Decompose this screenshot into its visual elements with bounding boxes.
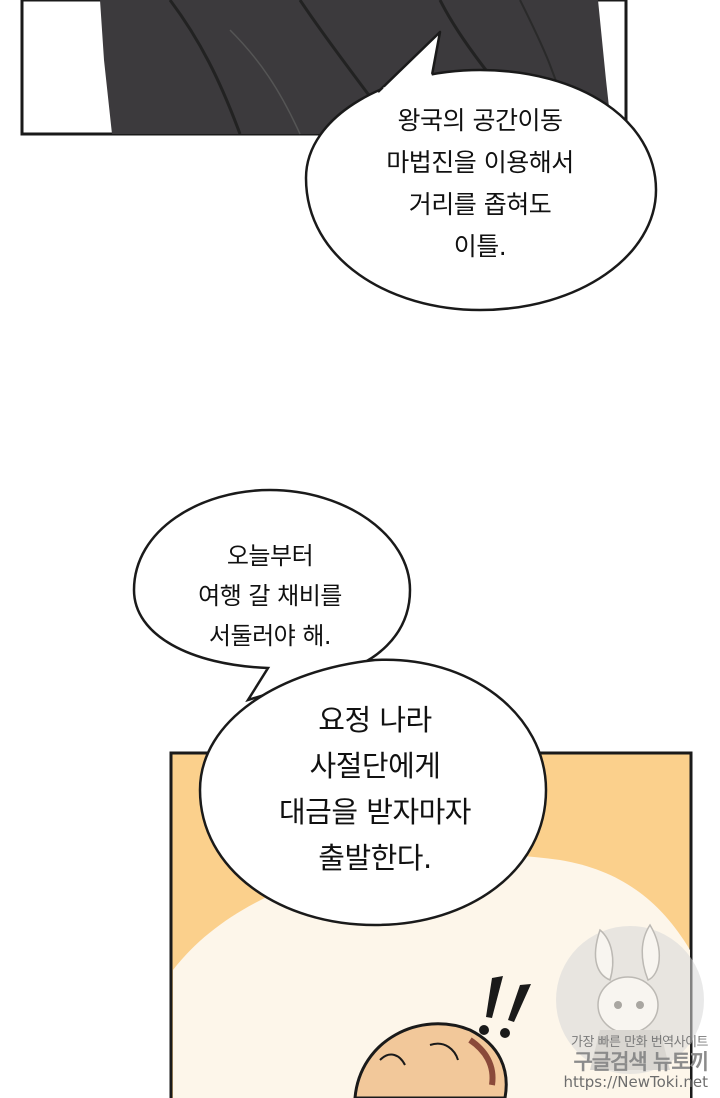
watermark-tagline: 가장 빠른 만화 번역사이트: [571, 1035, 708, 1050]
speech-bubble-top: [304, 30, 658, 312]
watermark-url: https://NewToki.net: [563, 1073, 708, 1091]
speech-line: 오늘부터: [226, 542, 314, 570]
speech-line: 출발한다.: [318, 841, 432, 875]
speech-line: 사절단에게: [309, 749, 441, 783]
speech-line: 대금을 받자마자: [279, 795, 471, 829]
speech-line: 요정 나라: [318, 703, 432, 737]
speech-text-top: 왕국의 공간이동 마법진을 이용해서 거리를 좁혀도 이틀.: [330, 100, 630, 268]
exclamation-marks-icon: [479, 976, 531, 1038]
speech-line: 여행 갈 채비를: [198, 582, 342, 610]
speech-line: 마법진을 이용해서: [386, 148, 574, 177]
speech-line: 서둘러야 해.: [208, 622, 332, 650]
speech-text-right: 요정 나라 사절단에게 대금을 받자마자 출발한다.: [225, 697, 525, 881]
speech-line: 왕국의 공간이동: [397, 106, 563, 135]
watermark-name: 구글검색 뉴토끼: [573, 1050, 709, 1074]
speech-text-left: 오늘부터 여행 갈 채비를 서둘러야 해.: [150, 536, 390, 656]
speech-line: 이틀.: [453, 232, 507, 261]
speech-line: 거리를 좁혀도: [408, 190, 552, 219]
bottom-panel: [169, 751, 704, 1098]
speech-bubble-right: [198, 658, 548, 927]
character-head: [353, 1022, 508, 1098]
speech-bubble-left: [132, 488, 412, 703]
bunny-mascot-icon: [556, 923, 704, 1074]
